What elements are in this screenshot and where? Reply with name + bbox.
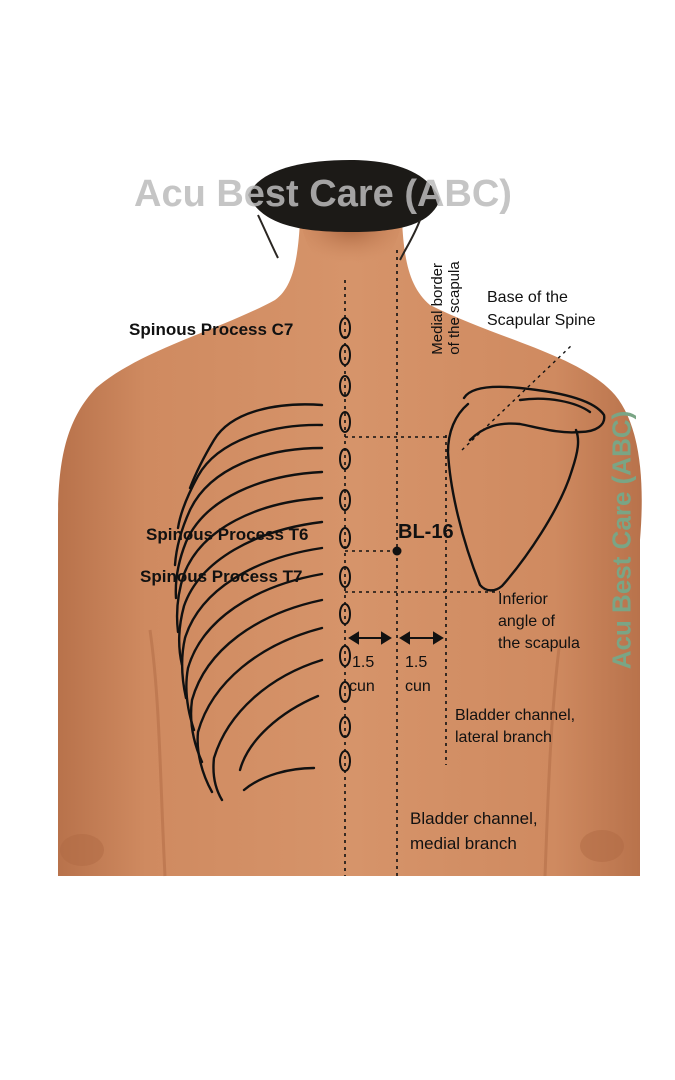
hair [248, 160, 440, 232]
right-elbow-shadow [580, 830, 624, 862]
scapular-spine [462, 385, 606, 442]
acromion [518, 397, 592, 414]
watermark-top: Acu Best Care (ABC) [134, 173, 512, 215]
rib-9 [189, 598, 324, 764]
rib-5 [175, 496, 324, 634]
label-inferior-line3: the scapula [498, 635, 580, 652]
vertebra-t6 [339, 527, 351, 549]
vertebrae [339, 317, 351, 772]
right-arm-crease [543, 639, 562, 877]
cun-arrow-right-head-a [399, 631, 410, 645]
scapula [446, 385, 606, 592]
vertebra-t12 [339, 750, 351, 772]
label-lateral-branch-line2: lateral branch [455, 729, 552, 746]
rib-7 [180, 546, 324, 700]
base-spine-pointer [461, 344, 573, 451]
rib-12 [238, 694, 320, 772]
label-cun-right-value: 1.5 [405, 654, 428, 671]
vertebra-t3 [339, 411, 351, 433]
label-bl16: BL-16 [398, 521, 454, 543]
back-silhouette [58, 220, 642, 876]
rib-cage [173, 403, 324, 802]
label-base-spine-line2: Scapular Spine [487, 312, 596, 329]
vertebra-t8 [339, 603, 351, 625]
rib-10 [196, 626, 324, 794]
label-lateral-branch-line1: Bladder channel, [455, 707, 576, 724]
vertebra-t2 [339, 375, 351, 397]
vertebra-t10 [339, 681, 351, 703]
label-spinous-t7: Spinous Process T7 [140, 567, 303, 586]
label-cun-right-unit: cun [405, 678, 431, 695]
label-cun-left-value: 1.5 [352, 654, 375, 671]
rib-3 [173, 446, 324, 567]
left-arm-crease [148, 629, 167, 877]
label-medial-border-line1: Medial border [429, 262, 446, 355]
label-cun-left-unit: cun [349, 678, 375, 695]
rib-11 [212, 658, 324, 802]
label-medial-branch-line2: medial branch [410, 834, 517, 853]
left-elbow-shadow [60, 834, 104, 866]
label-base-spine-line1: Base of the [487, 289, 568, 306]
label-inferior-line2: angle of [498, 613, 555, 630]
vertebra-t5 [339, 489, 351, 511]
label-medial-border-line2: of the scapula [446, 261, 463, 355]
rib-6 [178, 520, 324, 667]
vertebra-t4 [339, 448, 351, 470]
label-spinous-t6: Spinous Process T6 [146, 525, 309, 544]
cun-arrow-left-head-a [348, 631, 359, 645]
bl16-point [392, 546, 402, 556]
cun-arrow-left-head-b [381, 631, 392, 645]
cun-arrow-right-head-b [433, 631, 444, 645]
cun-arrows [348, 631, 444, 645]
label-medial-border: Medial border of the scapula [429, 261, 463, 354]
vertebra-t7 [339, 566, 351, 588]
label-inferior-line1: Inferior [498, 591, 548, 608]
scapula-body [446, 402, 580, 592]
vertebra-t11 [339, 716, 351, 738]
rib-13 [242, 766, 316, 792]
watermark-side: Acu Best Care (ABC) [606, 410, 637, 670]
label-medial-branch-line1: Bladder channel, [410, 809, 538, 828]
rib-4 [174, 470, 324, 600]
label-spinous-c7: Spinous Process C7 [129, 320, 294, 339]
rib-1 [188, 403, 324, 490]
vertebra-c7 [339, 317, 351, 339]
vertebra-t1 [339, 344, 351, 366]
hair-strands [257, 214, 421, 261]
rib-8 [185, 572, 324, 732]
rib-2 [176, 423, 324, 530]
vertebra-t9 [339, 645, 351, 667]
